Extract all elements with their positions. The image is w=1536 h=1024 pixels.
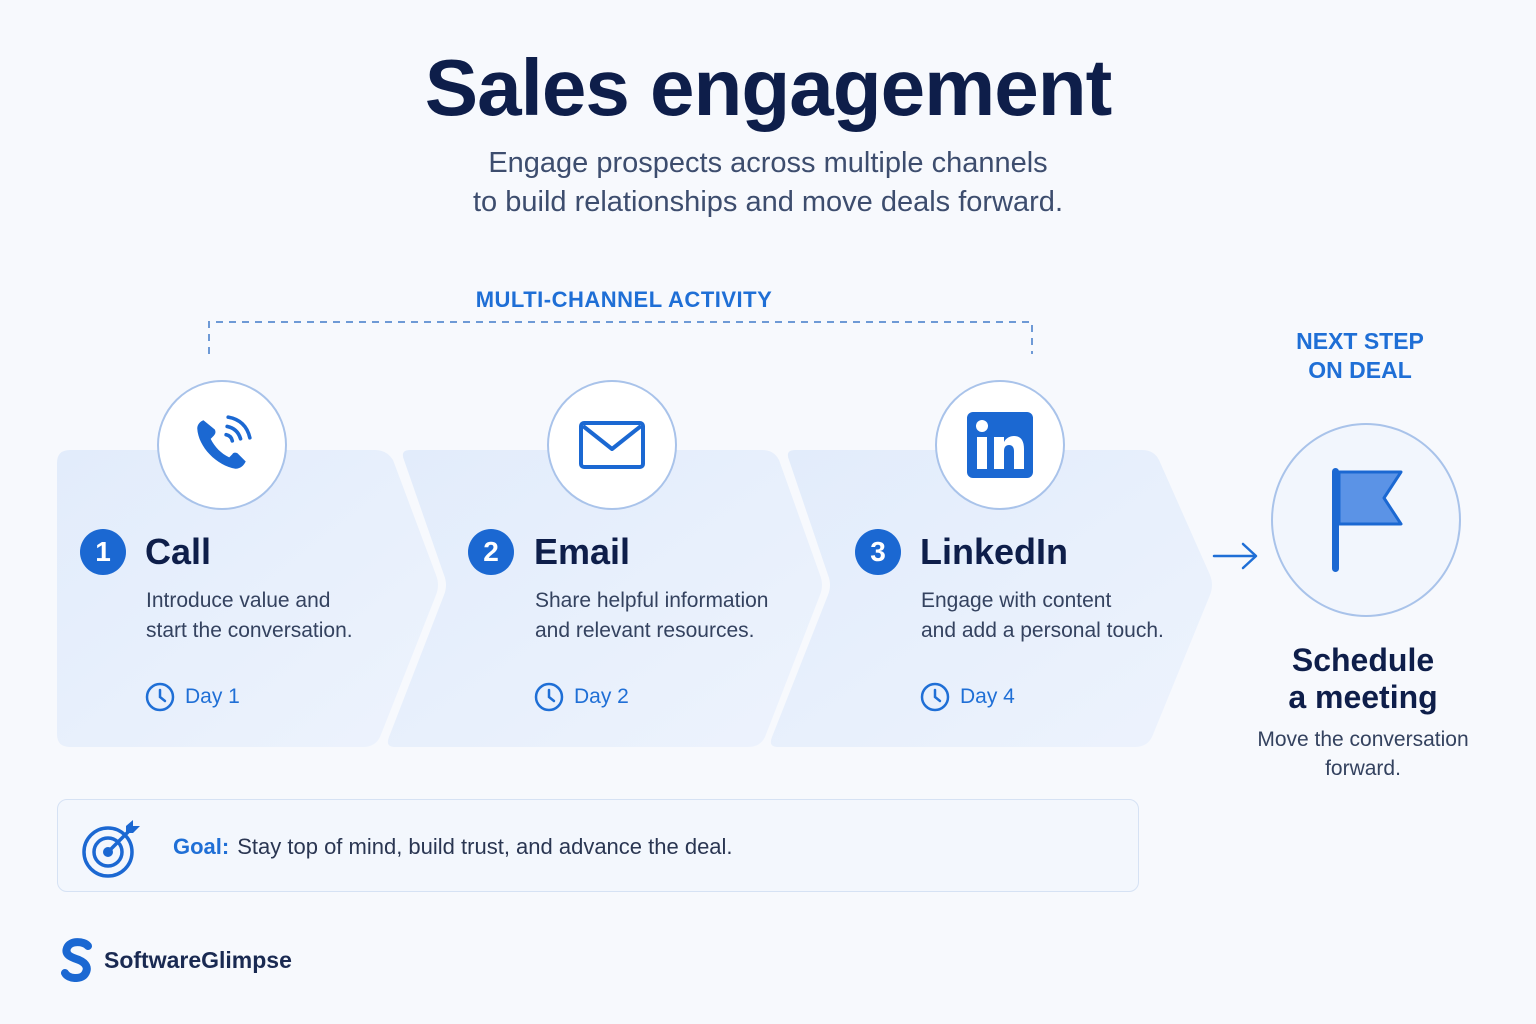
softwareglimpse-logo xyxy=(61,938,92,982)
next-step-desc: Move the conversation forward. xyxy=(1230,725,1496,783)
step-desc-linkedin-line-2: and add a personal touch. xyxy=(921,619,1164,642)
flag-icon xyxy=(1332,468,1403,572)
step-day-call: Day 1 xyxy=(145,682,240,712)
clock-icon xyxy=(534,682,564,712)
next-step-desc-line-1: Move the conversation xyxy=(1257,728,1469,751)
subtitle-line-1: Engage prospects across multiple channel… xyxy=(488,147,1048,179)
mail-icon-circle xyxy=(547,380,677,510)
page-subtitle: Engage prospects across multiple channel… xyxy=(0,144,1536,222)
clock-icon xyxy=(145,682,175,712)
next-step-label: NEXT STEP ON DEAL xyxy=(1270,327,1450,385)
goal-banner: Goal: Stay top of mind, build trust, and … xyxy=(57,799,1139,892)
page-title: Sales engagement xyxy=(424,43,1113,132)
step-desc-call-line-1: Introduce value and xyxy=(146,589,331,612)
step-desc-linkedin-line-1: Engage with content xyxy=(921,589,1112,612)
step-day-email-text: Day 2 xyxy=(574,685,629,708)
step-day-email: Day 2 xyxy=(534,682,629,712)
next-step-title: Schedule a meeting xyxy=(1240,642,1486,716)
step-day-call-text: Day 1 xyxy=(185,685,240,708)
step-title-linkedin: LinkedIn xyxy=(920,531,1069,572)
step-desc-email-line-2: and relevant resources. xyxy=(535,619,755,642)
linkedin-icon-circle xyxy=(935,380,1065,510)
next-step-label-line-1: NEXT STEP xyxy=(1296,328,1424,354)
bracket-line xyxy=(208,321,1033,354)
next-step-label-line-2: ON DEAL xyxy=(1308,357,1412,383)
multi-channel-label: MULTI-CHANNEL ACTIVITY xyxy=(475,287,773,312)
step-desc-email-line-1: Share helpful information xyxy=(535,589,769,612)
mail-icon xyxy=(579,421,645,469)
step-desc-call-line-2: start the conversation. xyxy=(146,619,353,642)
phone-icon xyxy=(197,415,252,469)
brand-name: SoftwareGlimpse xyxy=(104,946,292,973)
step-panel-email xyxy=(387,450,822,747)
step-number-3: 3 xyxy=(855,529,901,575)
goal-statement: Stay top of mind, build trust, and advan… xyxy=(237,834,733,859)
step-desc-email: Share helpful information and relevant r… xyxy=(535,586,768,646)
step-number-2: 2 xyxy=(468,529,514,575)
step-panel-call xyxy=(57,450,438,747)
brand: SoftwareGlimpse xyxy=(60,938,292,982)
step-day-linkedin-text: Day 4 xyxy=(960,685,1015,708)
subtitle-line-2: to build relationships and move deals fo… xyxy=(473,186,1063,218)
step-day-linkedin: Day 4 xyxy=(920,682,1015,712)
target-icon xyxy=(82,820,140,878)
step-number-1: 1 xyxy=(80,529,126,575)
step-title-email: Email xyxy=(534,531,631,572)
goal-label: Goal: xyxy=(173,834,230,859)
phone-icon-circle xyxy=(157,380,287,510)
next-step-title-line-2: a meeting xyxy=(1288,679,1438,715)
goal-text: Goal: Stay top of mind, build trust, and … xyxy=(173,833,733,861)
flag-icon-circle xyxy=(1271,423,1461,617)
step-panel-linkedin xyxy=(770,450,1212,747)
step-desc-call: Introduce value and start the conversati… xyxy=(146,586,353,646)
next-step-title-line-1: Schedule xyxy=(1291,642,1435,678)
step-title-call: Call xyxy=(145,531,212,572)
next-step-desc-line-2: forward. xyxy=(1325,757,1401,780)
clock-icon xyxy=(920,682,950,712)
step-desc-linkedin: Engage with content and add a personal t… xyxy=(921,586,1164,646)
next-step-arrow xyxy=(1212,542,1258,570)
linkedin-icon xyxy=(967,412,1033,478)
